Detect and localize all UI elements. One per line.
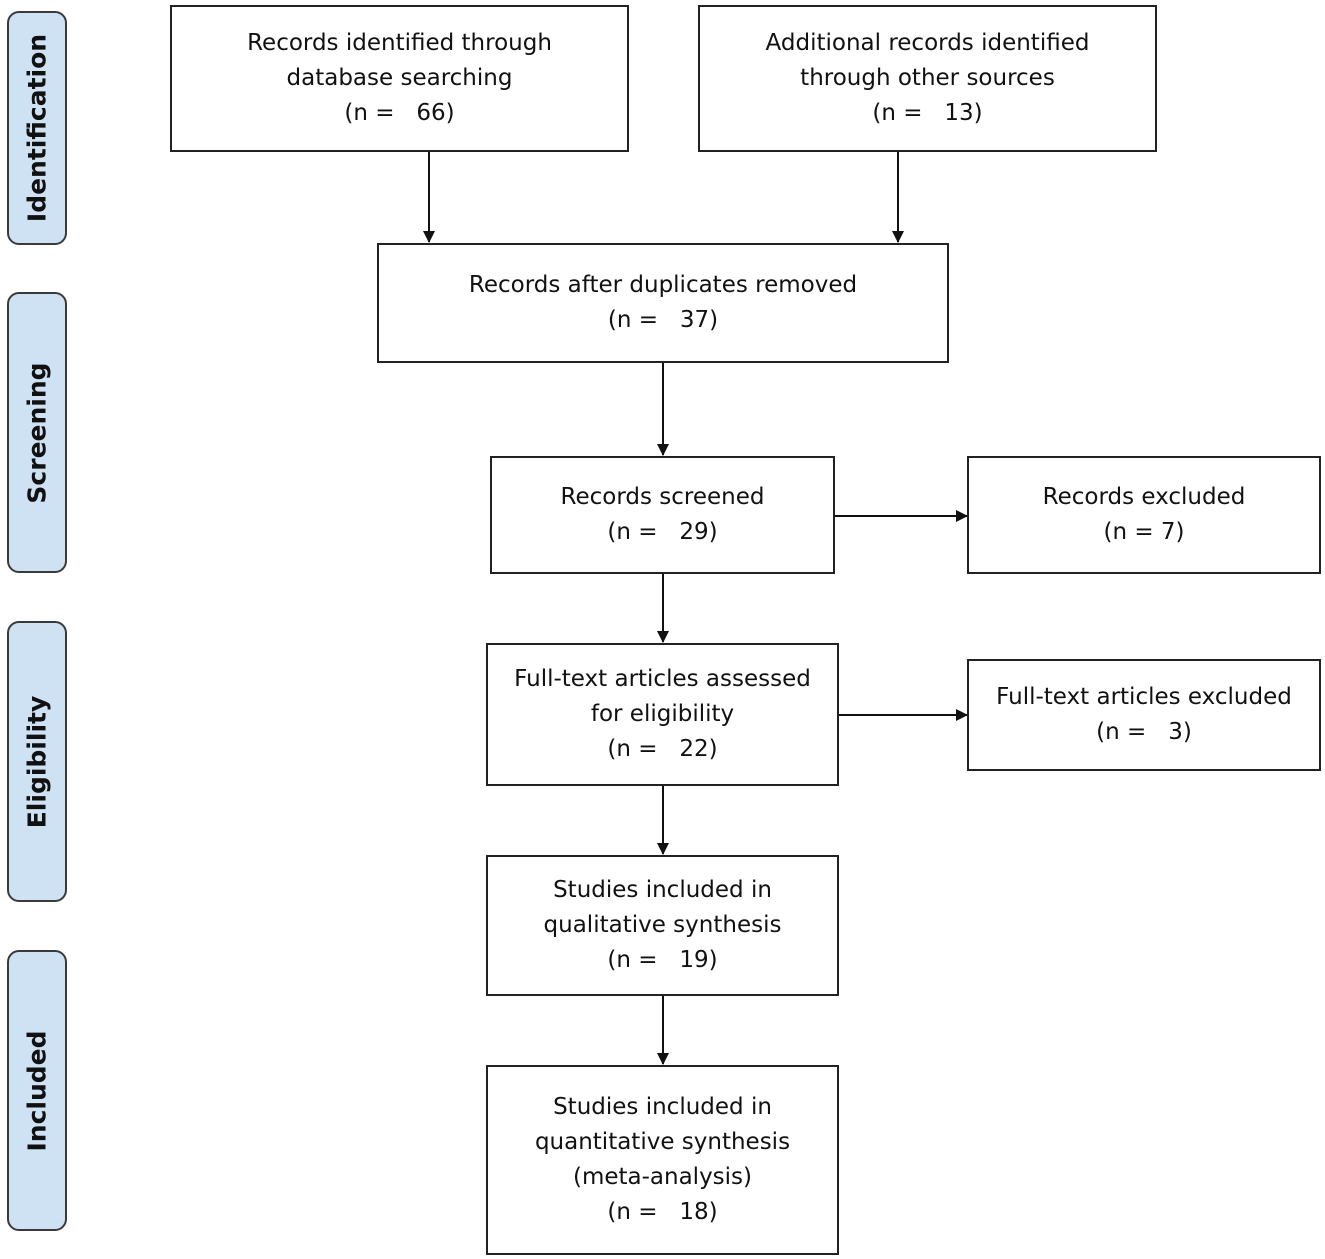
database-search-line1: Records identified through xyxy=(247,30,552,56)
qualitative-line1: Studies included in xyxy=(553,877,772,903)
box-quantitative-synthesis: Studies included in quantitative synthes… xyxy=(486,1065,839,1255)
qualitative-line2: qualitative synthesis xyxy=(543,912,782,938)
box-database-search: Records identified through database sear… xyxy=(170,5,629,152)
phase-included: Included xyxy=(7,950,67,1231)
full-text-assessed-count: (n = 22) xyxy=(607,736,718,762)
phase-identification: Identification xyxy=(7,11,67,245)
box-qualitative-synthesis: Studies included in qualitative synthesi… xyxy=(486,855,839,996)
records-screened-count: (n = 29) xyxy=(607,519,718,545)
box-full-text-assessed: Full-text articles assessed for eligibil… xyxy=(486,643,839,786)
full-text-assessed-line1: Full-text articles assessed xyxy=(514,666,811,692)
other-sources-line1: Additional records identified xyxy=(765,30,1090,56)
records-screened-line1: Records screened xyxy=(560,484,765,510)
box-records-excluded: Records excluded (n = 7) xyxy=(967,456,1321,574)
full-text-excluded-line1: Full-text articles excluded xyxy=(996,684,1292,710)
phase-eligibility: Eligibility xyxy=(7,621,67,902)
box-other-sources: Additional records identified through ot… xyxy=(698,5,1157,152)
records-excluded-count: (n = 7) xyxy=(1103,519,1185,545)
other-sources-line2: through other sources xyxy=(800,65,1055,91)
quantitative-count: (n = 18) xyxy=(607,1199,718,1225)
full-text-excluded-count: (n = 3) xyxy=(1096,719,1192,745)
other-sources-count: (n = 13) xyxy=(872,100,983,126)
quantitative-line1: Studies included in xyxy=(553,1094,772,1120)
box-duplicates-removed: Records after duplicates removed (n = 37… xyxy=(377,243,949,363)
duplicates-removed-line1: Records after duplicates removed xyxy=(468,272,858,298)
quantitative-line2: quantitative synthesis xyxy=(534,1129,791,1155)
phase-screening: Screening xyxy=(7,292,67,573)
records-excluded-line1: Records excluded xyxy=(1042,484,1246,510)
database-search-line2: database searching xyxy=(286,65,513,91)
duplicates-removed-count: (n = 37) xyxy=(607,307,719,333)
full-text-assessed-line2: for eligibility xyxy=(590,701,735,727)
qualitative-count: (n = 19) xyxy=(607,947,718,973)
quantitative-line3: (meta-analysis) xyxy=(572,1164,753,1190)
box-full-text-excluded: Full-text articles excluded (n = 3) xyxy=(967,659,1321,771)
box-records-screened: Records screened (n = 29) xyxy=(490,456,835,574)
database-search-count: (n = 66) xyxy=(344,100,455,126)
